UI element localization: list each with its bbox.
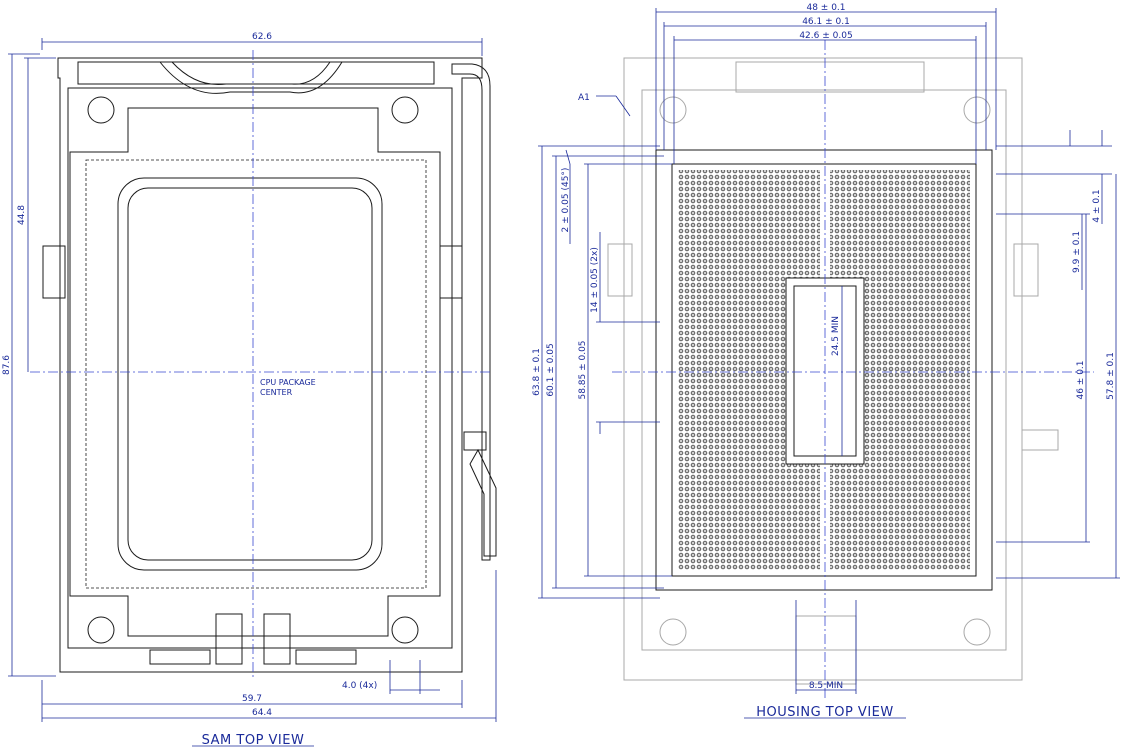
sam-load-plate xyxy=(69,107,441,637)
socket-body xyxy=(655,149,993,591)
socket-inner xyxy=(671,163,977,577)
dim-87-6: 87.6 xyxy=(2,355,12,375)
dim-62-6: 62.6 xyxy=(252,32,272,42)
housing-screw-holes xyxy=(659,96,991,646)
sam-window-outer xyxy=(117,177,383,571)
datum-a1: A1 xyxy=(578,93,590,103)
sam-screw-holes xyxy=(87,96,419,644)
sam-right-tab xyxy=(439,245,463,299)
dim-59-7: 59.7 xyxy=(242,694,262,704)
pin-field-right xyxy=(864,278,970,464)
sam-top-clip xyxy=(158,61,343,94)
dim-4-0: 4.0 (4x) xyxy=(342,681,377,691)
dim-9-9: 9.9 ± 0.1 xyxy=(1072,231,1082,273)
sam-top-view xyxy=(30,50,497,680)
dim-24-5: 24.5 MIN xyxy=(831,316,841,356)
dim-58-85: 58.85 ± 0.05 xyxy=(578,340,588,399)
housing-right-tab xyxy=(1013,243,1039,297)
dim-44-8: 44.8 xyxy=(17,205,27,225)
pin-field-top-left xyxy=(678,170,820,278)
housing-caption: HOUSING TOP VIEW xyxy=(756,705,893,720)
cpu-center-label-1: CPU PACKAGE xyxy=(260,378,316,387)
housing-inner-frame xyxy=(641,89,1007,651)
dim-42-6: 42.6 ± 0.05 xyxy=(799,31,852,41)
housing-left-tab xyxy=(607,243,633,297)
sam-bottom-latches xyxy=(149,613,357,665)
sam-caption: SAM TOP VIEW xyxy=(202,733,305,748)
dim-63-8: 63.8 ± 0.1 xyxy=(532,348,542,396)
sam-load-lever xyxy=(451,63,491,561)
pin-field-bottom-right xyxy=(830,464,970,570)
sam-left-tab xyxy=(42,245,66,299)
housing-right-latch xyxy=(1021,429,1059,451)
housing-top-clip xyxy=(735,61,925,93)
sam-top-bar xyxy=(77,61,435,85)
dim-8-5: 8.5 MIN xyxy=(809,681,843,691)
dim-4: 4 ± 0.1 xyxy=(1092,189,1102,222)
pin-field-bottom-left xyxy=(678,464,820,570)
cpu-center-label-2: CENTER xyxy=(260,388,293,397)
sam-lever-latch xyxy=(463,431,487,451)
dim-48: 48 ± 0.1 xyxy=(806,3,845,13)
dim-46-1: 46.1 ± 0.1 xyxy=(802,17,850,27)
dim-46: 46 ± 0.1 xyxy=(1076,360,1086,399)
sam-dimensions xyxy=(8,38,497,747)
sam-inner-frame xyxy=(67,87,453,649)
sam-frame xyxy=(57,57,483,673)
housing-dimensions xyxy=(538,8,1120,719)
pin-field-left xyxy=(678,278,786,464)
dim-2-45: 2 ± 0.05 (45°) xyxy=(561,168,571,233)
dim-14: 14 ± 0.05 (2x) xyxy=(590,247,600,313)
dim-60-1: 60.1 ± 0.05 xyxy=(546,343,556,396)
dim-57-8: 57.8 ± 0.1 xyxy=(1106,352,1116,400)
housing-outline xyxy=(623,57,1023,681)
sam-lever-hook xyxy=(469,448,497,557)
sam-window-inner xyxy=(127,187,373,561)
dim-64-4: 64.4 xyxy=(252,708,272,718)
pin-field-top-right xyxy=(830,170,970,278)
housing-top-view xyxy=(607,40,1094,700)
sam-package-outline xyxy=(85,159,427,589)
